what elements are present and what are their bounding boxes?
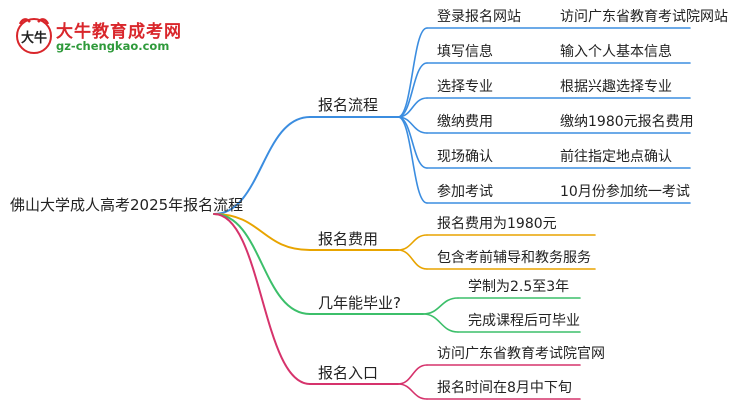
root-to-entry-connector [213, 213, 311, 385]
process-step: 缴纳费用 [437, 114, 493, 130]
process-step-detail: 10月份参加统一考试 [560, 184, 690, 200]
entry-leaf-connector [397, 364, 428, 385]
graduation-item: 完成课程后可毕业 [468, 313, 580, 329]
branch-fee: 报名费用 [318, 230, 379, 248]
fee-item: 包含考前辅导和教务服务 [437, 250, 591, 266]
process-step: 现场确认 [437, 149, 493, 165]
entry-leaf-connector [397, 383, 428, 400]
fee-leaf-connector [397, 249, 428, 270]
logo-url: gz-chengkao.com [56, 39, 170, 53]
bull-logo-icon: 大牛 [16, 18, 52, 54]
branch-entry: 报名入口 [318, 364, 379, 382]
logo-mark-text: 大牛 [21, 30, 47, 46]
process-step-detail: 输入个人基本信息 [560, 44, 672, 60]
process-step-detail: 访问广东省教育考试院网站 [560, 9, 728, 25]
root-to-graduation-connector [213, 213, 311, 315]
entry-item: 访问广东省教育考试院官网 [437, 346, 605, 362]
graduation-leaf-connector [422, 297, 459, 315]
root-to-process-connector [213, 116, 311, 215]
process-leaf-connector [397, 27, 428, 118]
process-leaf-connector [397, 97, 428, 118]
process-step: 参加考试 [437, 184, 493, 200]
fee-item: 报名费用为1980元 [437, 216, 557, 232]
branch-graduation: 几年能毕业? [318, 294, 401, 312]
process-leaf-connector [397, 62, 428, 118]
root-topic: 佛山大学成人高考2025年报名流程 [10, 196, 244, 214]
fee-leaf-connector [397, 234, 428, 251]
process-step-detail: 缴纳1980元报名费用 [560, 114, 694, 130]
graduation-item: 学制为2.5至3年 [468, 279, 570, 295]
graduation-leaf-connector [422, 313, 459, 333]
process-step: 填写信息 [437, 44, 493, 60]
root-to-fee-connector [213, 213, 311, 251]
process-leaf-connector [397, 116, 428, 204]
process-step-detail: 根据兴趣选择专业 [560, 79, 672, 95]
process-step-detail: 前往指定地点确认 [560, 149, 672, 165]
process-step: 选择专业 [437, 79, 493, 95]
logo-title: 大牛教育成考网 [56, 22, 182, 42]
branch-process: 报名流程 [318, 96, 379, 114]
entry-item: 报名时间在8月中下旬 [437, 380, 572, 396]
site-logo: 大牛 大牛教育成考网 gz-chengkao.com [14, 14, 214, 58]
process-step: 登录报名网站 [437, 9, 521, 25]
